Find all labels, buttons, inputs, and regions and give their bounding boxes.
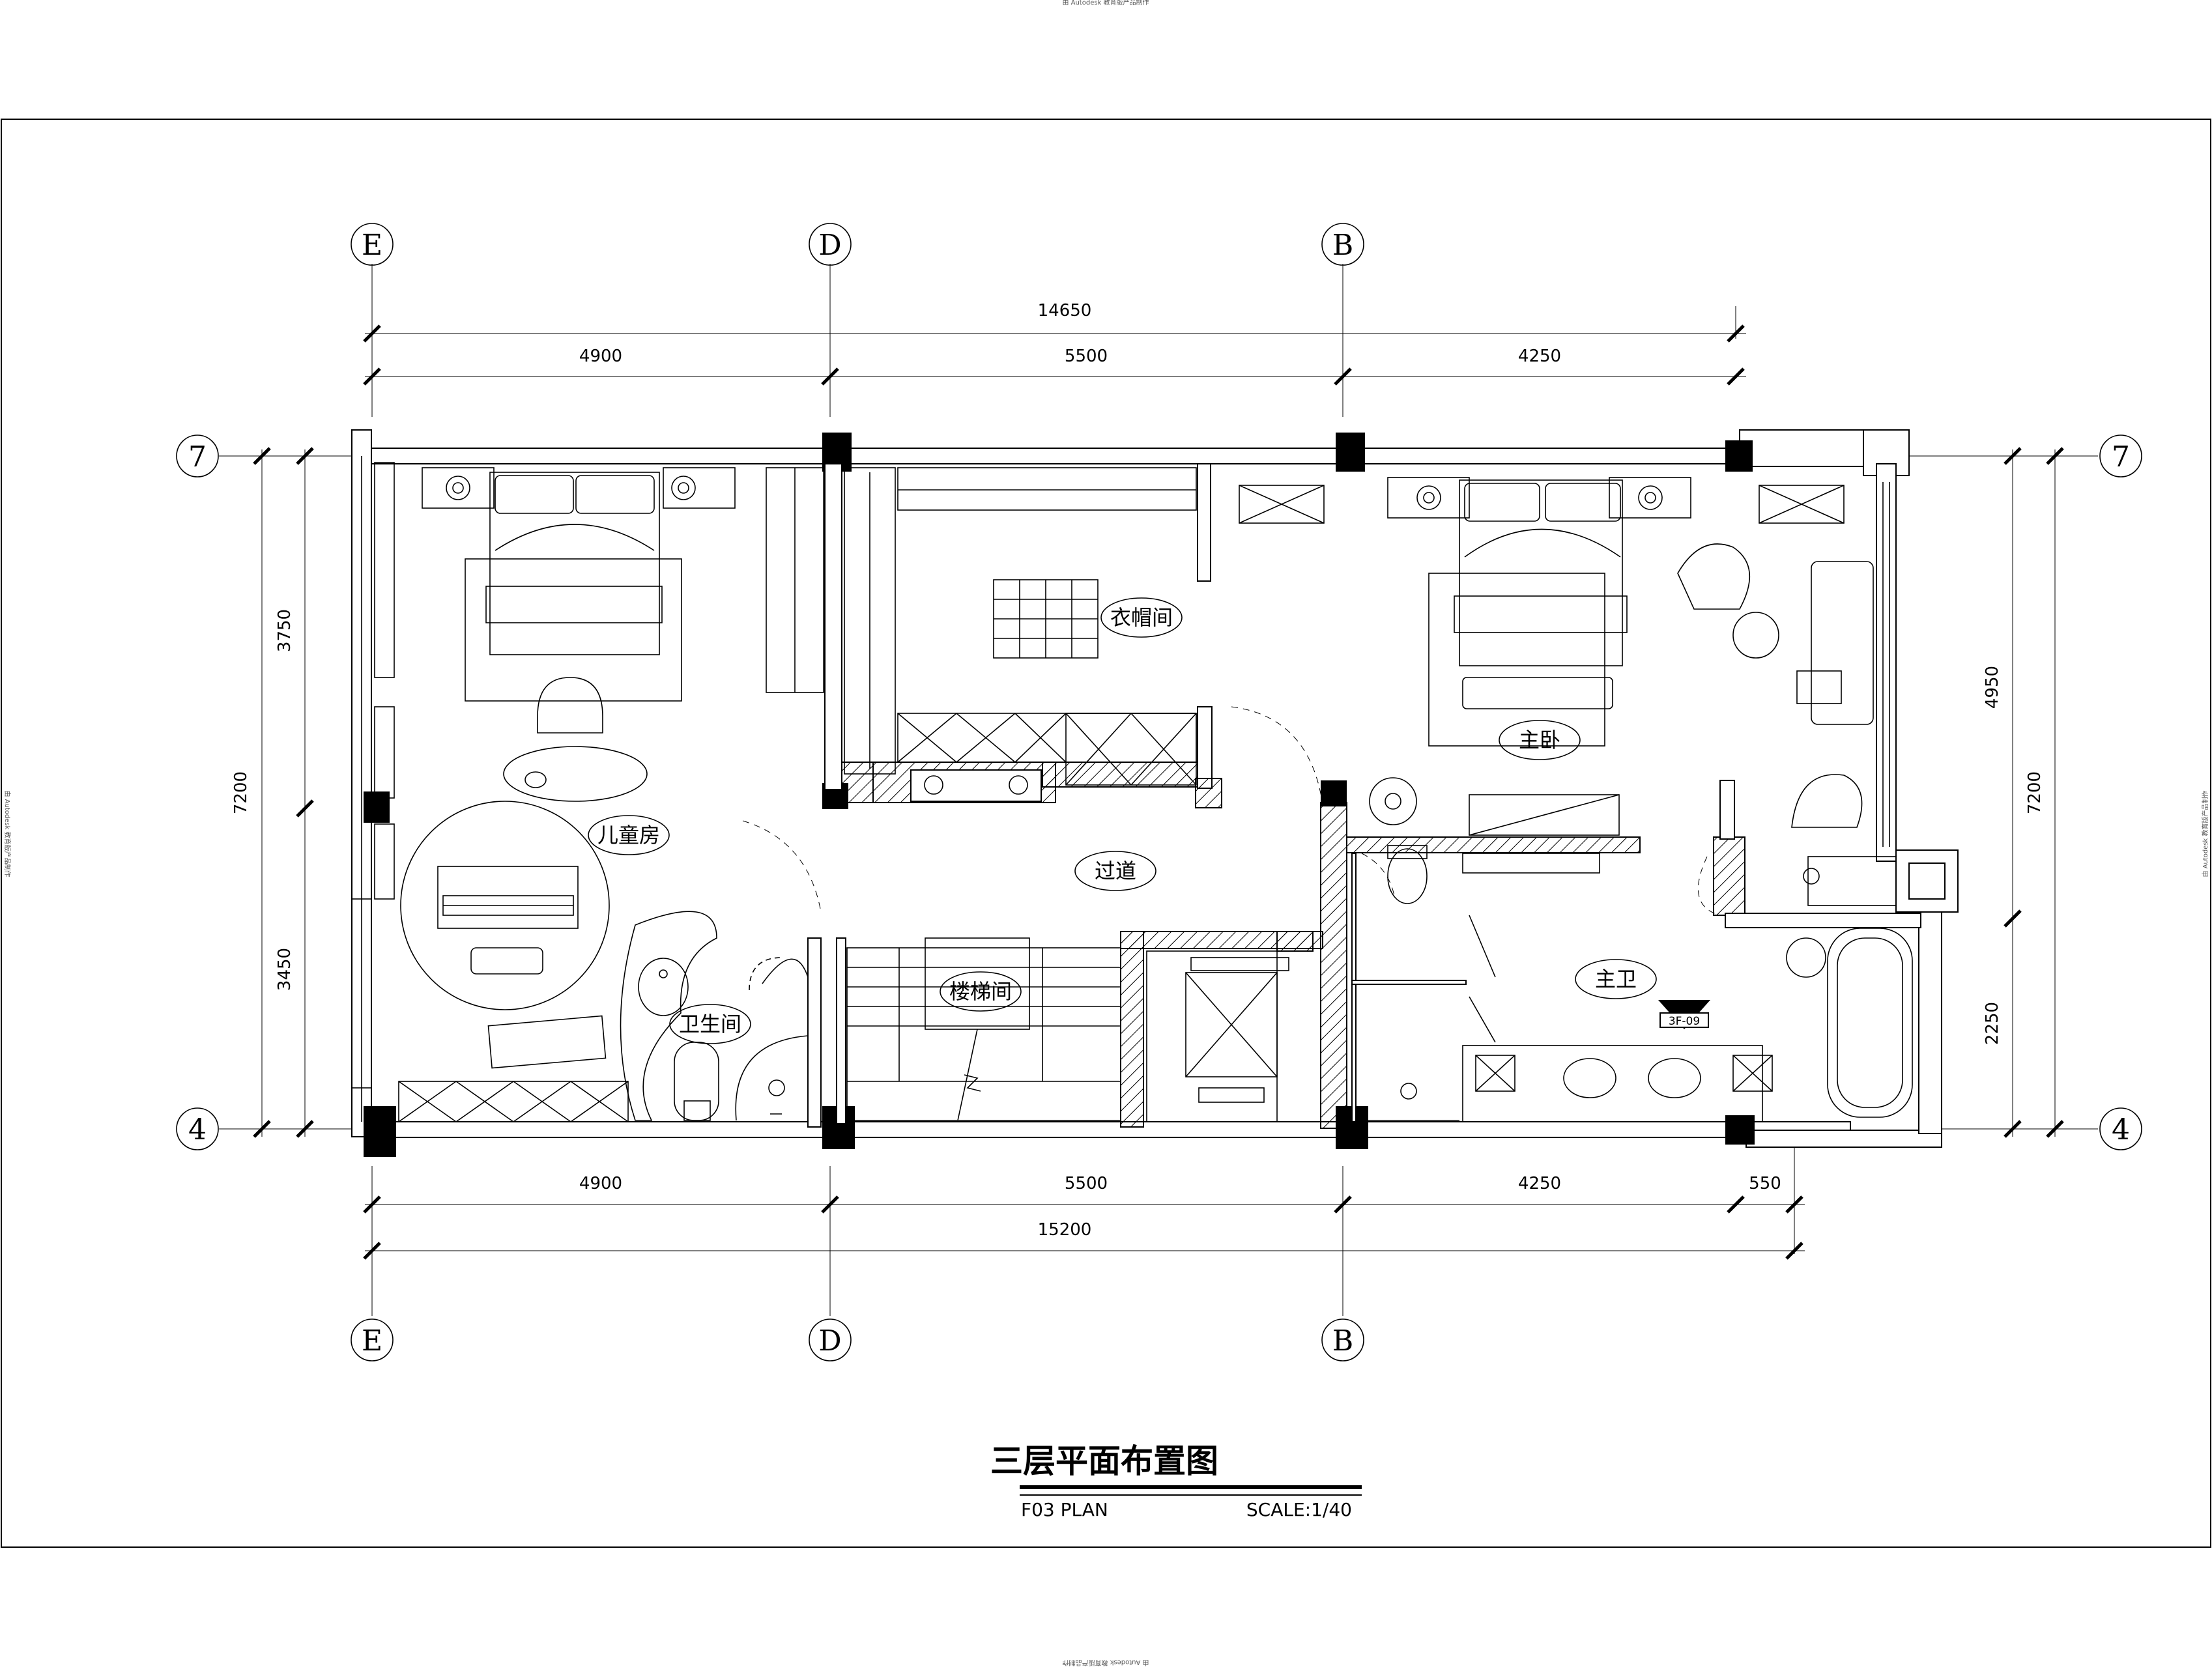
dim-bottom-seg-1: 4900 — [579, 1174, 622, 1193]
interior-walls — [807, 463, 1921, 1129]
dim-bottom-total: 15200 — [1038, 1220, 1092, 1240]
svg-text:E: E — [362, 1324, 382, 1358]
svg-text:4: 4 — [2112, 1113, 2130, 1147]
dim-top-total: 14650 — [1038, 301, 1092, 321]
svg-text:B: B — [1332, 229, 1353, 262]
svg-text:B: B — [1332, 1324, 1353, 1358]
drawing-frame — [1, 119, 2211, 1548]
svg-text:主卧: 主卧 — [1519, 728, 1560, 752]
scale: SCALE:1/40 — [1246, 1499, 1352, 1520]
axis-bubble-top-d: D — [809, 223, 852, 266]
room-label-stairwell: 楼梯间 — [940, 971, 1022, 1012]
structural-columns — [364, 433, 1755, 1157]
elevation-tag-code: E4 — [1677, 1000, 1692, 1014]
dim-right-seg-1: 4950 — [1983, 666, 2002, 709]
door-swings — [742, 706, 1721, 916]
dim-bottom-seg-2: 5500 — [1065, 1174, 1108, 1193]
svg-text:楼梯间: 楼梯间 — [949, 979, 1012, 1004]
axis-bubble-bottom-e: E — [351, 1318, 394, 1361]
dim-right-seg-2: 2250 — [1983, 1002, 2002, 1045]
room-label-kids-room: 儿童房 — [588, 815, 670, 855]
watermark-right: 由 Autodesk 教育版产品制作 — [2201, 790, 2209, 877]
axis-bubble-right-7: 7 — [2099, 435, 2142, 477]
dim-left-total: 7200 — [231, 771, 251, 814]
svg-text:D: D — [818, 1324, 841, 1358]
dim-left-seg-1: 3750 — [275, 609, 294, 652]
axis-grid — [219, 264, 2098, 1316]
room-label-corridor: 过道 — [1074, 851, 1156, 891]
axis-bubble-left-7: 7 — [176, 435, 219, 477]
svg-text:D: D — [818, 229, 841, 262]
room-label-bathroom: 卫生间 — [669, 1004, 751, 1044]
elevation-tag: E4 3F-09 — [1658, 1000, 1710, 1029]
axis-bubble-left-4: 4 — [176, 1107, 219, 1150]
drawing-title: 三层平面布置图 — [990, 1442, 1218, 1480]
axis-bubble-top-b: B — [1321, 223, 1364, 266]
svg-text:4: 4 — [188, 1113, 207, 1147]
room-label-cloakroom: 衣帽间 — [1100, 597, 1183, 638]
axis-bubble-bottom-d: D — [809, 1318, 852, 1361]
exterior-walls — [351, 429, 1959, 1148]
dim-top-seg-3: 4250 — [1518, 347, 1561, 366]
dim-left-seg-2: 3450 — [275, 948, 294, 991]
dim-bottom-seg-3: 4250 — [1518, 1174, 1561, 1193]
axis-bubble-right-4: 4 — [2099, 1107, 2142, 1150]
dim-top-seg-1: 4900 — [579, 347, 622, 366]
title-block: 三层平面布置图 F03 PLAN SCALE:1/40 — [990, 1442, 1362, 1520]
svg-text:卫生间: 卫生间 — [679, 1012, 741, 1036]
svg-text:7: 7 — [2112, 440, 2130, 474]
cloakroom-furniture — [844, 467, 1197, 795]
svg-text:过道: 过道 — [1095, 859, 1136, 883]
dimension-top: 14650 4900 5500 4250 — [364, 301, 1746, 384]
svg-text:E: E — [362, 229, 382, 262]
dimension-left: 3750 3450 7200 — [231, 448, 313, 1137]
watermark-top: 由 Autodesk 教育版产品制作 — [1062, 0, 1149, 7]
watermark-bottom: 由 Autodesk 教育版产品制作 — [1062, 1659, 1149, 1667]
room-label-master-bath: 主卫 — [1575, 959, 1657, 999]
dimension-right: 4950 2250 7200 — [1983, 448, 2063, 1137]
room-label-master-bedroom: 主卧 — [1499, 720, 1581, 760]
svg-text:衣帽间: 衣帽间 — [1110, 605, 1173, 630]
axis-bubble-top-e: E — [351, 223, 394, 266]
master-bedroom-furniture — [1239, 477, 1890, 847]
svg-text:儿童房: 儿童房 — [597, 823, 660, 848]
master-bath-fixtures — [1355, 845, 1913, 1122]
plan-code: F03 PLAN — [1021, 1499, 1108, 1520]
watermark-left: 由 Autodesk 教育版产品制作 — [3, 790, 12, 877]
dim-right-total: 7200 — [2025, 771, 2045, 814]
dimension-bottom: 4900 5500 4250 550 15200 — [364, 1140, 1805, 1259]
axis-bubble-bottom-b: B — [1321, 1318, 1364, 1361]
svg-text:主卫: 主卫 — [1595, 967, 1637, 991]
stair-and-lift — [846, 937, 1289, 1122]
kids-room-furniture — [351, 462, 824, 1122]
elevation-tag-sheet: 3F-09 — [1669, 1015, 1700, 1028]
svg-text:7: 7 — [188, 440, 207, 474]
dim-bottom-seg-4: 550 — [1749, 1174, 1781, 1193]
dim-top-seg-2: 5500 — [1065, 347, 1108, 366]
